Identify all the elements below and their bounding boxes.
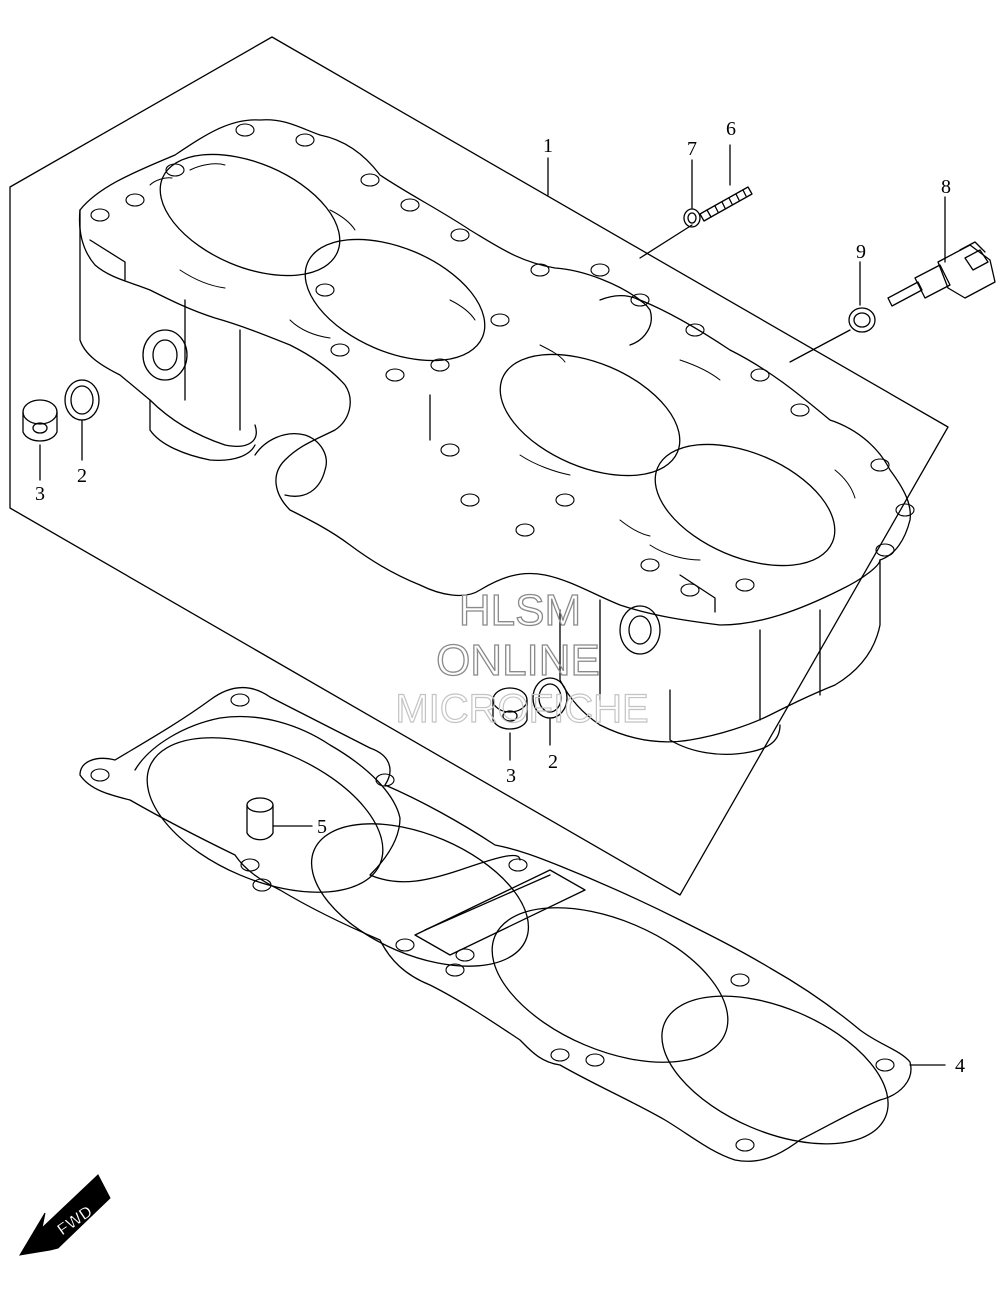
callout-6: 6 bbox=[726, 118, 736, 140]
callout-3-right: 3 bbox=[506, 765, 516, 787]
callout-9: 9 bbox=[856, 241, 866, 263]
callout-4: 4 bbox=[955, 1055, 965, 1077]
callout-7: 7 bbox=[687, 138, 697, 160]
plug-right[interactable] bbox=[492, 687, 528, 730]
assembly-frame bbox=[9, 36, 949, 896]
watermark-line-1: HLSM bbox=[459, 586, 581, 635]
temperature-sensor[interactable] bbox=[887, 241, 996, 307]
callout-3-left: 3 bbox=[35, 483, 45, 505]
callout-5: 5 bbox=[317, 816, 327, 838]
sensor-washer[interactable] bbox=[848, 307, 876, 333]
callout-1: 1 bbox=[543, 135, 553, 157]
fwd-arrow: FWD bbox=[19, 1174, 111, 1256]
plug-left[interactable] bbox=[22, 399, 58, 442]
base-gasket[interactable] bbox=[79, 686, 912, 1174]
watermark-line-3: MICROFICHE bbox=[395, 687, 648, 731]
cylinder-block[interactable] bbox=[78, 119, 915, 755]
dowel-pin[interactable] bbox=[246, 797, 274, 841]
watermark-line-2: ONLINE bbox=[436, 636, 600, 685]
washer-left[interactable] bbox=[64, 379, 100, 421]
leader-frame-9 bbox=[789, 329, 851, 363]
callout-8: 8 bbox=[941, 176, 951, 198]
callout-2-left: 2 bbox=[77, 465, 87, 487]
callout-2-right: 2 bbox=[548, 751, 558, 773]
leader-frame-7 bbox=[639, 224, 693, 259]
bleeder-screw[interactable] bbox=[699, 186, 753, 222]
o-ring[interactable] bbox=[683, 208, 701, 228]
